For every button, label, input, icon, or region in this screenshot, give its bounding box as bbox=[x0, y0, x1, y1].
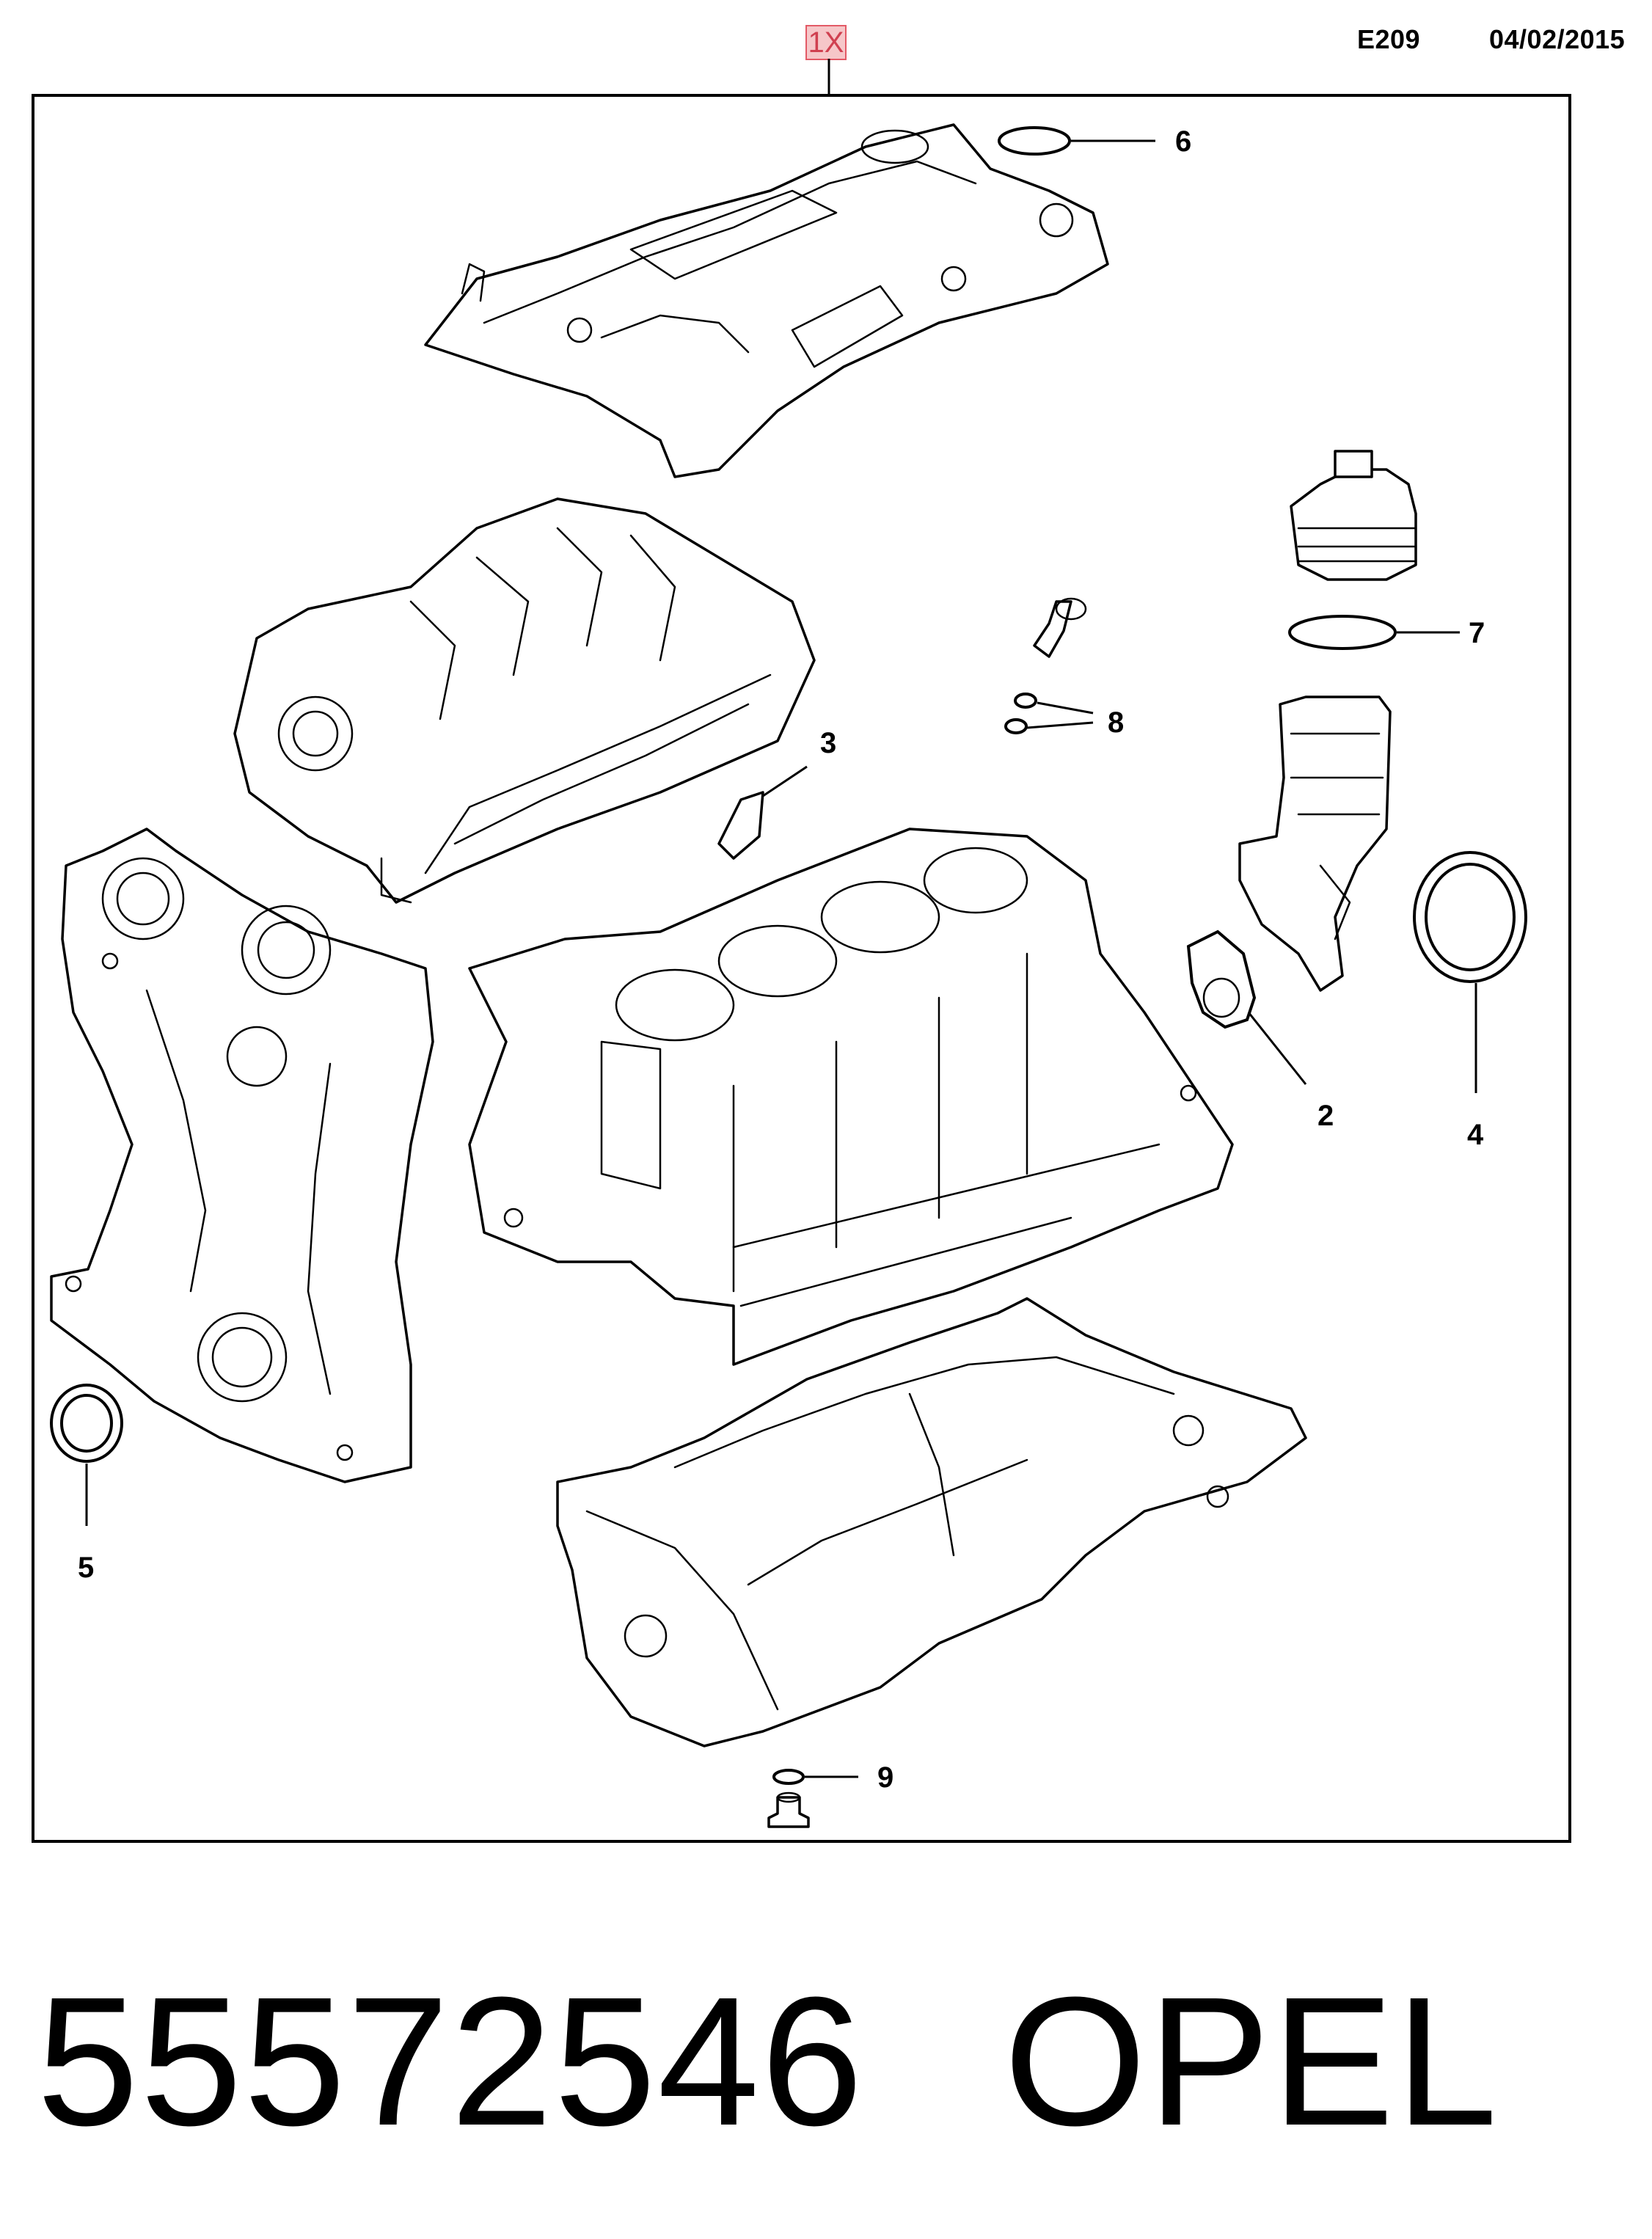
gasket-3 bbox=[717, 791, 764, 860]
leader-8a bbox=[1037, 701, 1094, 715]
leader-2 bbox=[1247, 1012, 1307, 1085]
intake-manifold bbox=[233, 497, 816, 904]
callout-3: 3 bbox=[820, 727, 836, 759]
diagram-code: E209 bbox=[1357, 24, 1421, 54]
callout-5: 5 bbox=[78, 1552, 94, 1584]
drain-plug bbox=[767, 1791, 810, 1828]
oil-filter-cap bbox=[1290, 450, 1417, 581]
quantity-badge: 1X bbox=[805, 25, 847, 60]
dipstick-tube bbox=[1033, 597, 1087, 658]
engine-exploded-diagram: 6 7 8 3 2 4 5 9 bbox=[32, 59, 1571, 1843]
seal-8b bbox=[1004, 718, 1028, 734]
seal-8a bbox=[1014, 693, 1037, 709]
diagram-frame bbox=[32, 94, 1571, 1843]
timing-cover bbox=[50, 828, 434, 1483]
engine-block bbox=[468, 828, 1234, 1366]
front-seal-5 bbox=[50, 1384, 123, 1463]
bottom-caption: 55572546 OPEL bbox=[37, 1951, 1499, 2172]
part-number: 55572546 bbox=[37, 1959, 865, 2163]
diagram-date: 04/02/2015 bbox=[1489, 24, 1626, 54]
filter-gasket-2 bbox=[1186, 929, 1257, 1029]
crankshaft-seal-4 bbox=[1413, 851, 1527, 983]
callout-8: 8 bbox=[1108, 706, 1124, 739]
o-ring-7 bbox=[1288, 615, 1397, 650]
callout-4: 4 bbox=[1467, 1119, 1484, 1151]
callout-7: 7 bbox=[1469, 617, 1485, 649]
o-ring-6 bbox=[998, 126, 1071, 156]
callout-9: 9 bbox=[877, 1761, 893, 1794]
callout-2: 2 bbox=[1317, 1100, 1334, 1132]
leader-8b bbox=[1026, 721, 1094, 729]
drain-washer-9 bbox=[772, 1769, 805, 1785]
brand-name: OPEL bbox=[1004, 1959, 1499, 2163]
oil-filter-housing bbox=[1238, 695, 1392, 992]
valve-cover bbox=[424, 123, 1109, 478]
callout-6: 6 bbox=[1175, 125, 1191, 158]
leader-3 bbox=[762, 765, 808, 797]
oil-pan bbox=[556, 1297, 1307, 1747]
